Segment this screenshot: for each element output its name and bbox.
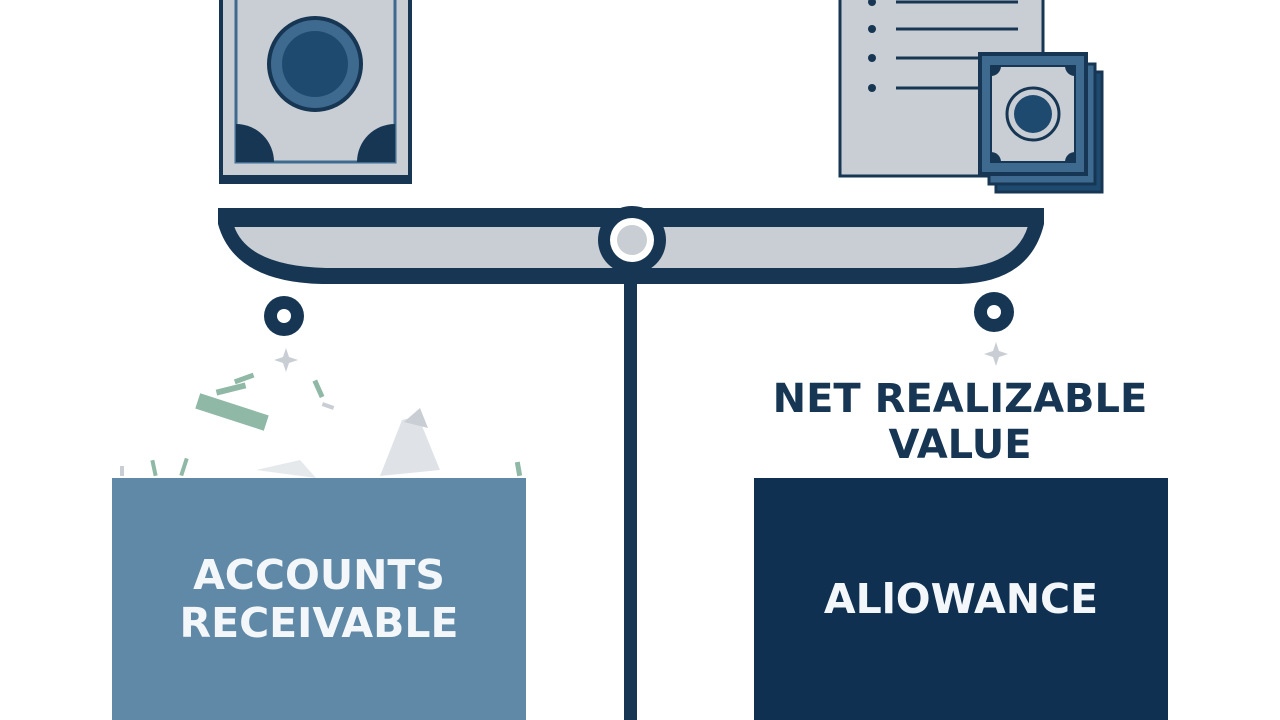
falling-paper-decoration bbox=[120, 342, 1008, 478]
heading-line-1: NET REALIZABLE bbox=[772, 376, 1148, 422]
heading-line-2: VALUE bbox=[888, 422, 1032, 468]
stacked-banknotes-icon bbox=[978, 52, 1104, 194]
allowance-label: ALlOWANCE bbox=[823, 575, 1099, 623]
accounts-receivable-box: ACCOUNTS RECEIVABLE bbox=[112, 478, 526, 720]
banknote-icon bbox=[219, 0, 412, 184]
allowance-box: ALlOWANCE bbox=[754, 478, 1168, 720]
scale-pole bbox=[624, 250, 637, 720]
balance-scale-icon bbox=[218, 206, 1044, 720]
accounts-receivable-line-2: RECEIVABLE bbox=[179, 599, 459, 647]
net-realizable-value-heading: NET REALIZABLE VALUE bbox=[720, 376, 1200, 468]
accounts-receivable-line-1: ACCOUNTS bbox=[193, 551, 445, 599]
